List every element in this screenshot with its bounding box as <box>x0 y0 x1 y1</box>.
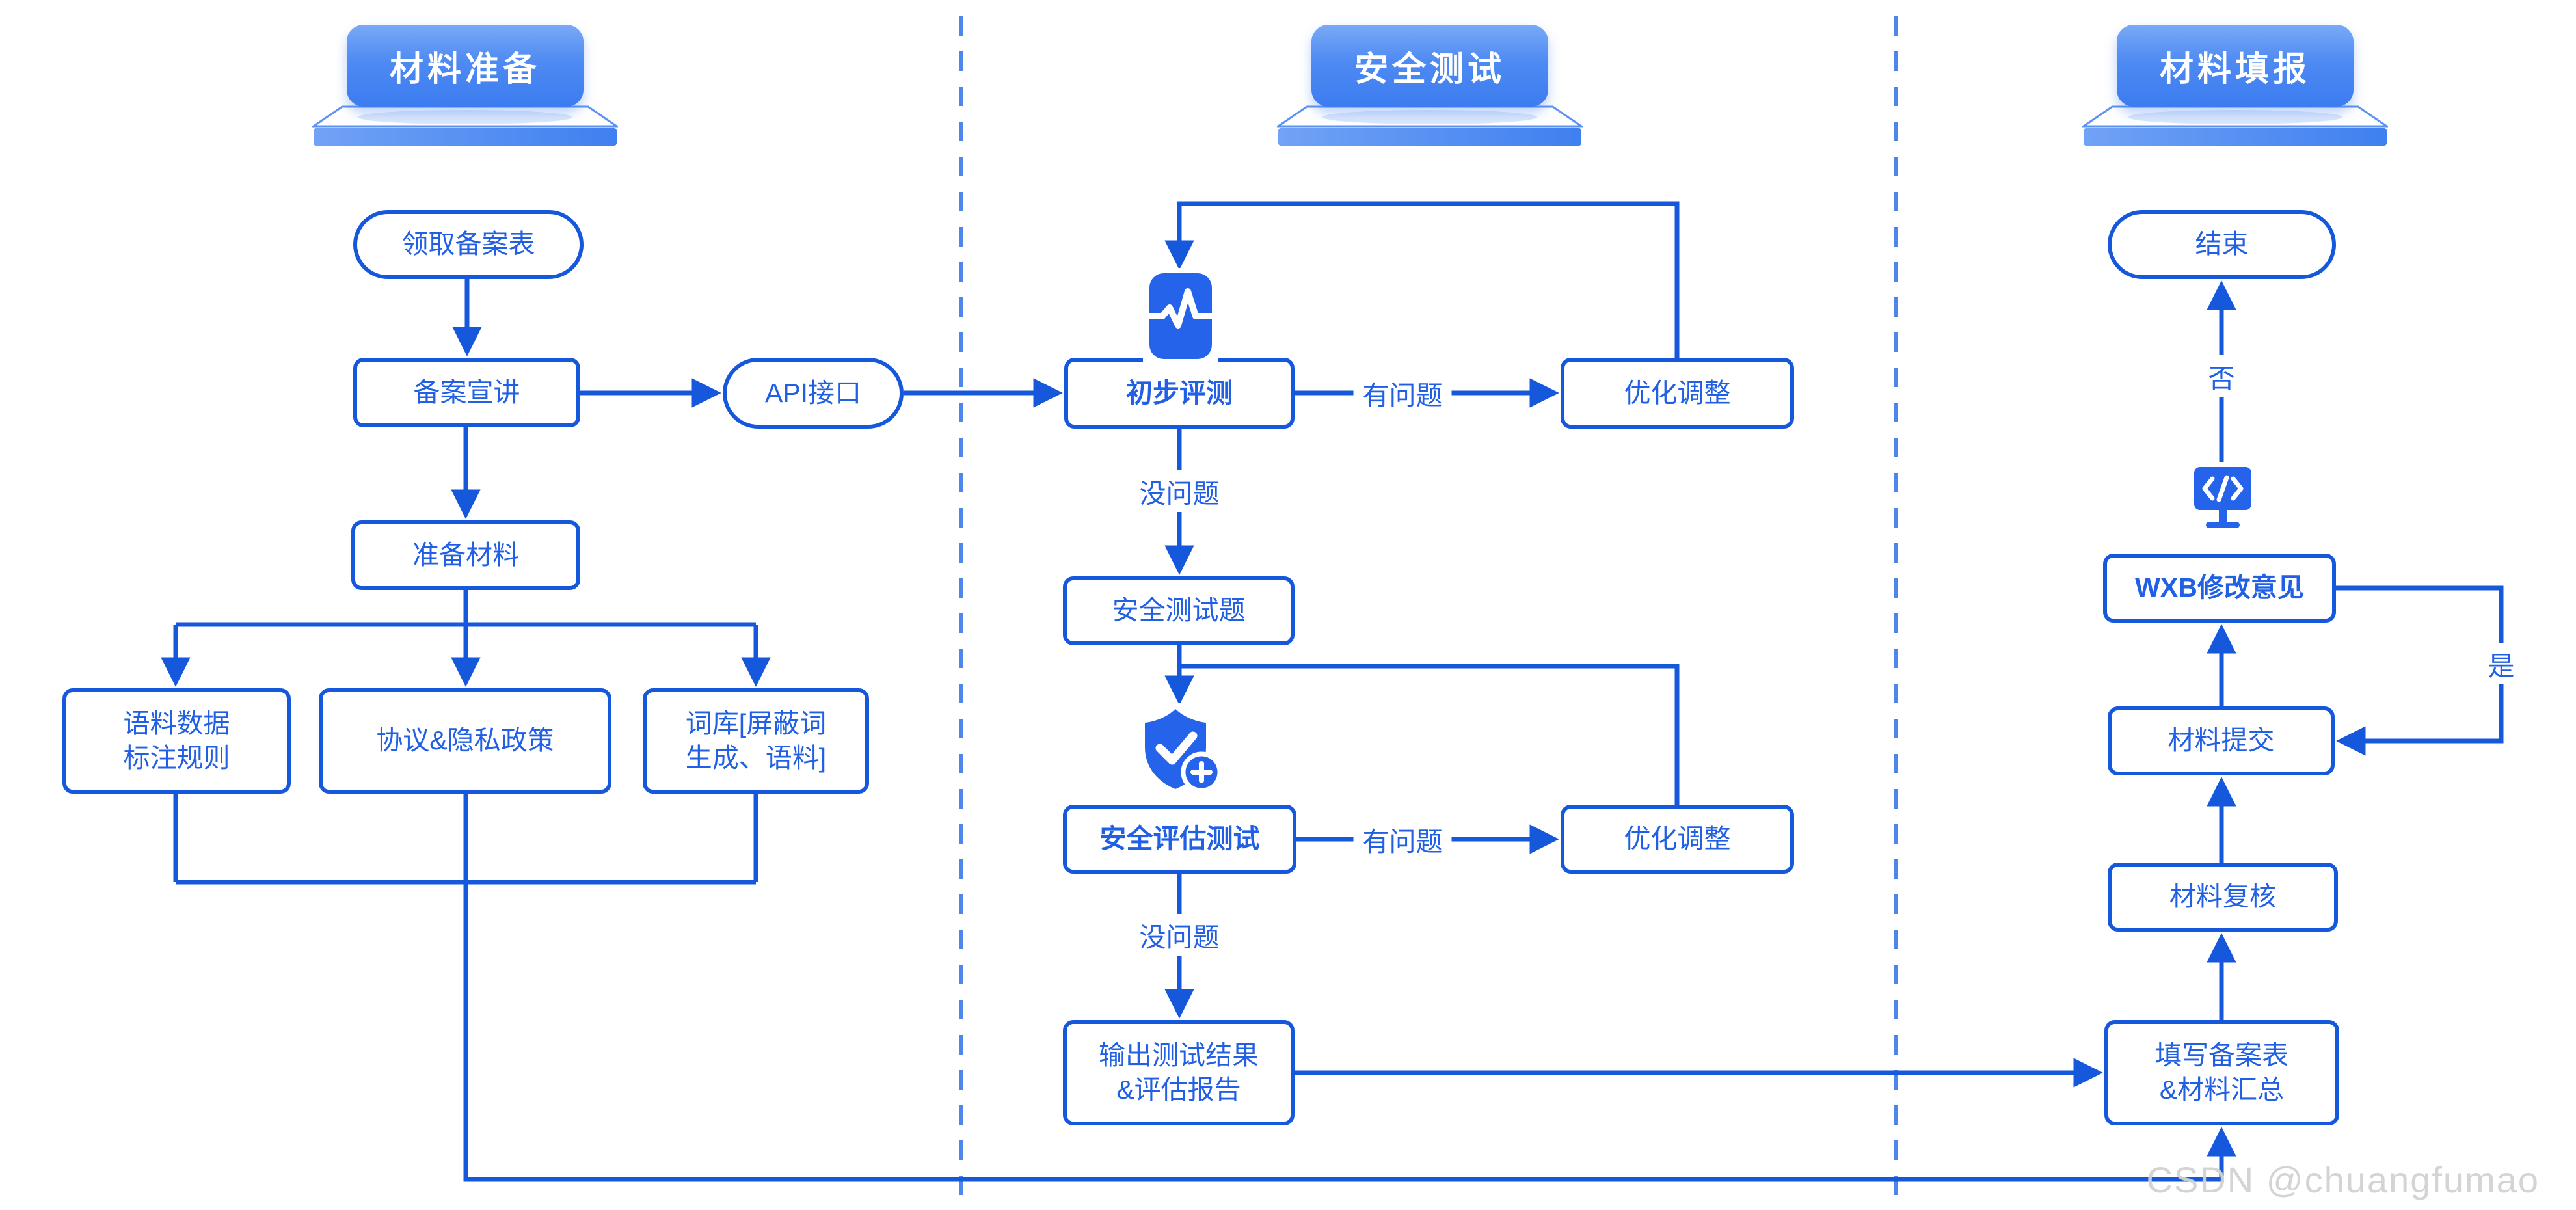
node-optimize-adjust-2: 优化调整 <box>1561 805 1794 874</box>
node-material-submit: 材料提交 <box>2108 706 2335 775</box>
node-label-line: &评估报告 <box>1116 1075 1241 1105</box>
node-label-line: 标注规则 <box>123 743 230 773</box>
node-label: 领取备案表 <box>401 229 535 260</box>
podium-left <box>312 105 618 146</box>
node-prepare-materials: 准备材料 <box>351 520 580 590</box>
node-label: 安全测试题 <box>1112 595 1246 626</box>
node-output-report: 输出测试结果 &评估报告 <box>1063 1020 1295 1125</box>
edge-materials-to-fill-form <box>463 794 2236 1182</box>
node-label: 备案宣讲 <box>413 377 520 407</box>
node-api-interface: API接口 <box>723 358 904 429</box>
node-preliminary-eval: 初步评测 <box>1064 358 1295 429</box>
node-material-review: 材料复核 <box>2108 863 2338 932</box>
node-optimize-adjust-1: 优化调整 <box>1561 358 1794 429</box>
node-label: 材料提交 <box>2167 725 2275 756</box>
edge-yes-loop-to-submit <box>2336 585 2504 756</box>
code-monitor-icon <box>2190 462 2255 536</box>
node-label-line: 输出测试结果 <box>1099 1040 1259 1070</box>
node-security-assessment: 安全评估测试 <box>1063 805 1296 874</box>
edge-label-no-issue-2: 没问题 <box>1130 914 1229 956</box>
edge-loop-optimize2 <box>1179 664 1680 805</box>
section-title: 安全测试 <box>1354 50 1505 88</box>
section-header-security-test: 安全测试 <box>1311 25 1548 107</box>
node-corpus-rules: 语料数据 标注规则 <box>62 688 291 794</box>
section-title: 材料准备 <box>389 50 541 88</box>
node-fill-filing-form: 填写备案表 &材料汇总 <box>2104 1020 2339 1125</box>
edge-label-no-issue-1: 没问题 <box>1130 470 1229 512</box>
edge-label-has-issue-2: 有问题 <box>1353 818 1452 860</box>
node-lexicon: 词库[屏蔽词 生成、语料] <box>643 688 869 794</box>
node-label-line: 语料数据 <box>123 708 230 738</box>
edge-label-no: 否 <box>2199 355 2244 397</box>
podium-right <box>2082 105 2388 146</box>
node-label: 优化调整 <box>1624 377 1731 408</box>
node-label: WXB修改意见 <box>2135 572 2304 603</box>
node-label-line: &材料汇总 <box>2159 1075 2285 1105</box>
pulse-monitor-icon <box>1141 268 1220 364</box>
node-label-line: 填写备案表 <box>2155 1040 2288 1070</box>
section-title: 材料填报 <box>2159 50 2311 88</box>
podium-middle <box>1277 105 1583 146</box>
node-label: 安全评估测试 <box>1099 824 1260 854</box>
edge-label-yes: 是 <box>2478 643 2524 684</box>
node-label-line: 词库[屏蔽词 <box>685 708 827 738</box>
node-filing-briefing: 备案宣讲 <box>353 358 580 427</box>
node-label: API接口 <box>764 377 862 408</box>
node-label: 初步评测 <box>1126 377 1233 408</box>
node-label: 结束 <box>2195 229 2249 260</box>
section-header-material-submit: 材料填报 <box>2117 25 2354 107</box>
edge-label-has-issue-1: 有问题 <box>1353 372 1452 414</box>
node-security-questions: 安全测试题 <box>1063 576 1295 645</box>
section-header-material-prep: 材料准备 <box>347 25 584 107</box>
watermark: CSDN @chuangfumao <box>2146 1159 2540 1200</box>
node-label: 协议&隐私政策 <box>376 725 554 756</box>
node-label: 优化调整 <box>1624 824 1731 854</box>
node-privacy-policy: 协议&隐私政策 <box>319 688 611 794</box>
shield-check-plus-icon <box>1137 703 1224 798</box>
node-label-line: 生成、语料] <box>685 743 827 773</box>
edge-loop-optimize1 <box>1164 201 1680 358</box>
node-label: 准备材料 <box>412 539 519 570</box>
node-label: 材料复核 <box>2169 881 2276 912</box>
node-receive-form: 领取备案表 <box>353 210 584 279</box>
edge-prepare-branch <box>176 590 756 627</box>
node-wxb-feedback: WXB修改意见 <box>2103 554 2336 623</box>
node-end: 结束 <box>2108 210 2336 279</box>
